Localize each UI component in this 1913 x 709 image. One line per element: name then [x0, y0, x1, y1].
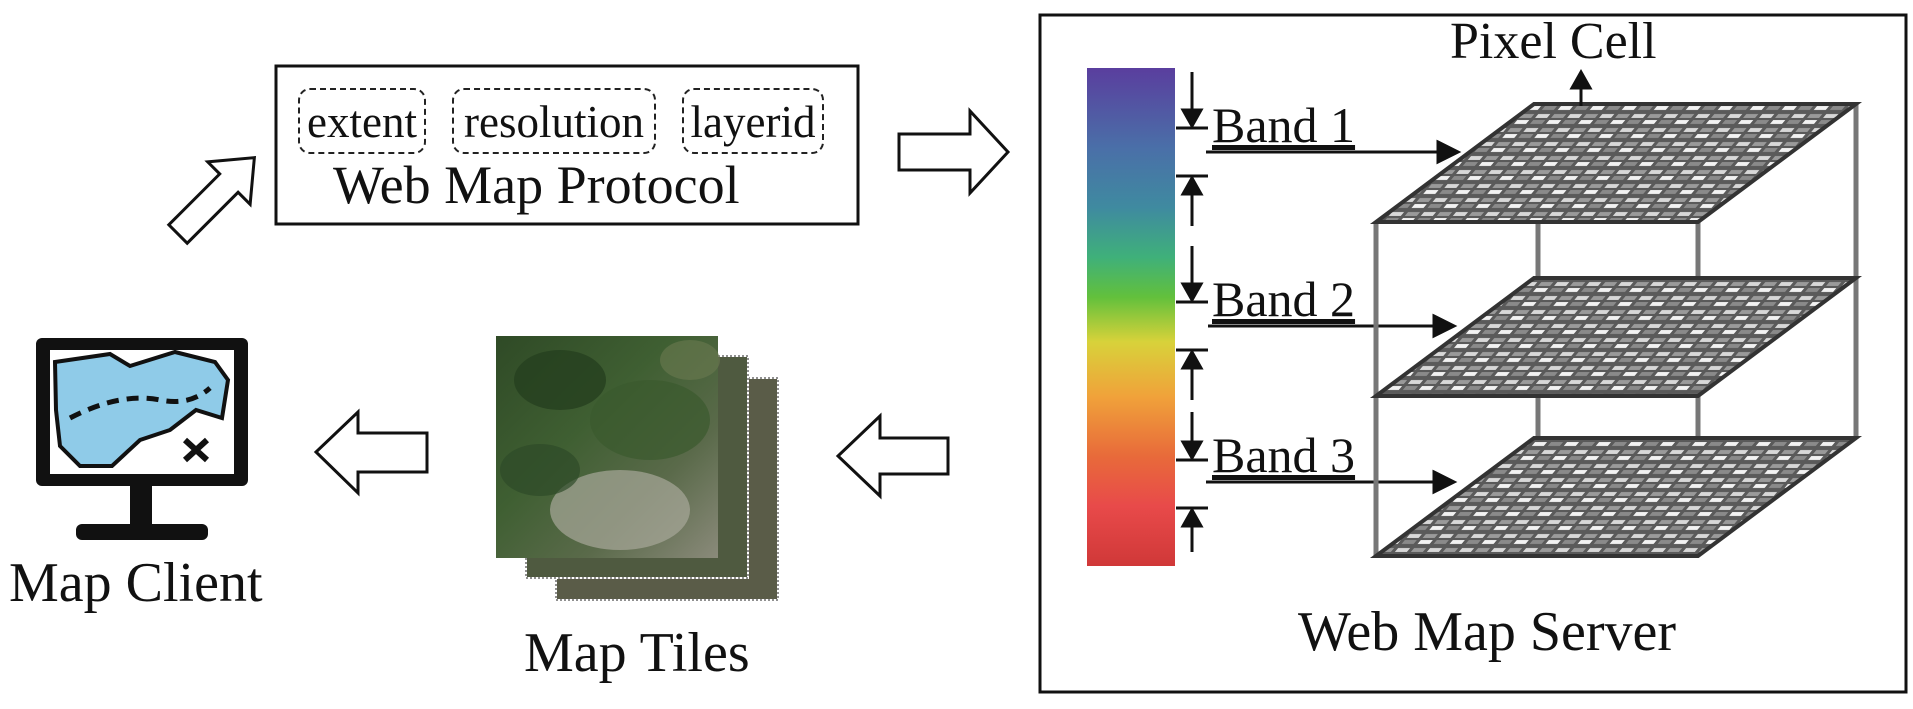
- raster-layer-3: [1369, 436, 1863, 558]
- arrow-client-to-protocol: [166, 155, 257, 246]
- param-resolution: resolution: [452, 88, 656, 154]
- raster-layer-2: [1369, 276, 1863, 398]
- spectrum-bar: [1087, 68, 1175, 566]
- pixel-cell-label: Pixel Cell: [1450, 13, 1657, 70]
- monitor-icon: [36, 338, 248, 540]
- band-1-label: Band 1: [1212, 97, 1356, 153]
- param-extent: extent: [298, 88, 426, 154]
- arrow-protocol-to-server: [897, 107, 1011, 197]
- param-layerid: layerid: [682, 88, 824, 154]
- arrow-tiles-to-client: [313, 408, 429, 497]
- pixel-cell-arrow: [1569, 68, 1593, 106]
- map-tiles-stack: [496, 336, 779, 601]
- arrow-server-to-tiles: [835, 412, 950, 500]
- client-label: Map Client: [9, 552, 263, 614]
- band-markers: [1176, 72, 1208, 552]
- band-3-label: Band 3: [1212, 427, 1356, 483]
- server-label: Web Map Server: [1298, 601, 1677, 663]
- band-2-label: Band 2: [1212, 271, 1356, 327]
- protocol-box: [274, 64, 860, 226]
- raster-layer-1: [1369, 102, 1863, 224]
- band-arrows: [1206, 139, 1462, 495]
- protocol-title: Web Map Protocol: [333, 155, 740, 215]
- tiles-label: Map Tiles: [524, 622, 750, 684]
